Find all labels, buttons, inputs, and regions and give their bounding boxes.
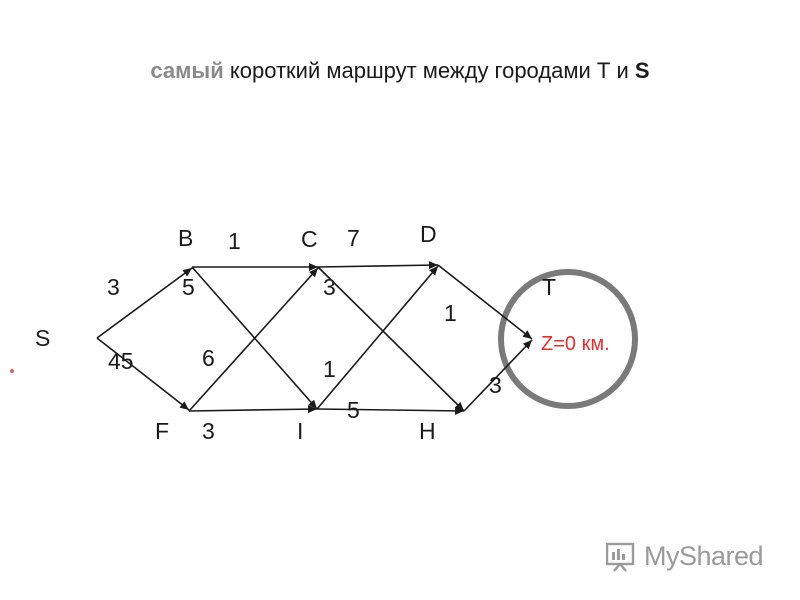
title-word-1: самый [150,58,224,83]
node-label-d: D [420,221,437,247]
edge-label-f-c: 6 [202,345,215,371]
node-label-t: T [542,274,556,300]
result-label: Z=0 км. [541,333,610,355]
edge-label-d-t: 1 [444,300,457,326]
edge-label-f-i: 3 [202,418,215,444]
edge-i-h [316,406,465,415]
edge-label-b-i: 5 [182,274,195,300]
myshared-logo-icon [606,542,635,572]
edge-i-d [316,265,439,410]
stray-dot [10,369,14,373]
watermark-text: MyShared [644,540,764,571]
edge-label-s-b: 3 [107,274,120,300]
edge-label-i-h: 5 [347,397,360,423]
node-label-s: S [35,325,50,351]
edge-s-b [96,267,193,339]
target-highlight-circle [498,269,638,409]
edge-label-i-d: 1 [323,356,336,382]
edge-label-b-c: 1 [228,228,241,254]
edge-label-h-t: 3 [489,372,502,398]
edge-f-i [188,405,318,414]
title-word-3: S [634,58,650,83]
watermark: MyShared [606,538,764,574]
edge-f-c [188,267,319,412]
edge-label-c-h: 3 [323,274,336,300]
title-middle: короткий маршрут между городами Т и [223,58,635,83]
diagram-title: самый короткий маршрут между городами Т … [0,58,800,84]
edge-h-t [463,339,533,412]
edge-label-c-d: 7 [347,225,360,251]
node-label-f: F [155,418,169,444]
edge-c-d [317,261,439,270]
node-label-i: I [297,418,303,444]
node-label-b: B [178,225,193,251]
edge-d-t [437,264,533,340]
edge-c-h [317,266,465,412]
node-label-c: C [301,226,318,252]
edge-label-s-f: 45 [108,348,134,374]
node-label-h: H [419,418,436,444]
edge-s-f [96,337,190,411]
